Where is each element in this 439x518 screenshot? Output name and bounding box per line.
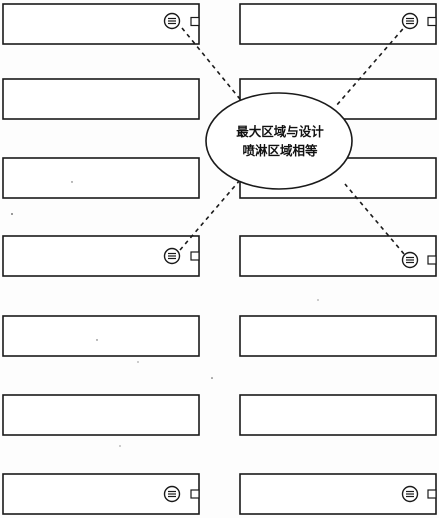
- scan-noise: [11, 181, 319, 447]
- leader-line-top-left: [181, 27, 245, 105]
- sprinkler-head-icon: [401, 251, 419, 269]
- callout-line-2: 喷淋区域相等: [242, 143, 318, 158]
- room-box-left-3: [2, 157, 200, 199]
- sprinkler-head-icon: [401, 485, 419, 503]
- nozzle-stub-icon: [427, 16, 437, 27]
- room-box-left-5: [2, 315, 200, 357]
- nozzle-stub-icon: [190, 489, 200, 499]
- callout-text: 最大区域与设计 喷淋区域相等: [208, 122, 352, 160]
- nozzle-stub-icon: [190, 16, 200, 27]
- callout-ellipse: [205, 92, 353, 190]
- room-box-right-5: [239, 315, 437, 357]
- nozzle-stub-icon: [190, 251, 200, 261]
- room-box-right-6: [239, 394, 437, 436]
- sprinkler-head-icon: [163, 485, 181, 503]
- room-box-left-2: [2, 78, 200, 120]
- leader-line-top-right: [335, 22, 409, 107]
- sprinkler-head-icon: [401, 12, 419, 30]
- sprinkler-head-icon: [163, 247, 181, 265]
- room-box-left-6: [2, 394, 200, 436]
- nozzle-stub-icon: [427, 255, 437, 265]
- callout-line-1: 最大区域与设计: [236, 124, 324, 139]
- nozzle-stub-icon: [427, 489, 437, 499]
- sprinkler-head-icon: [163, 12, 181, 30]
